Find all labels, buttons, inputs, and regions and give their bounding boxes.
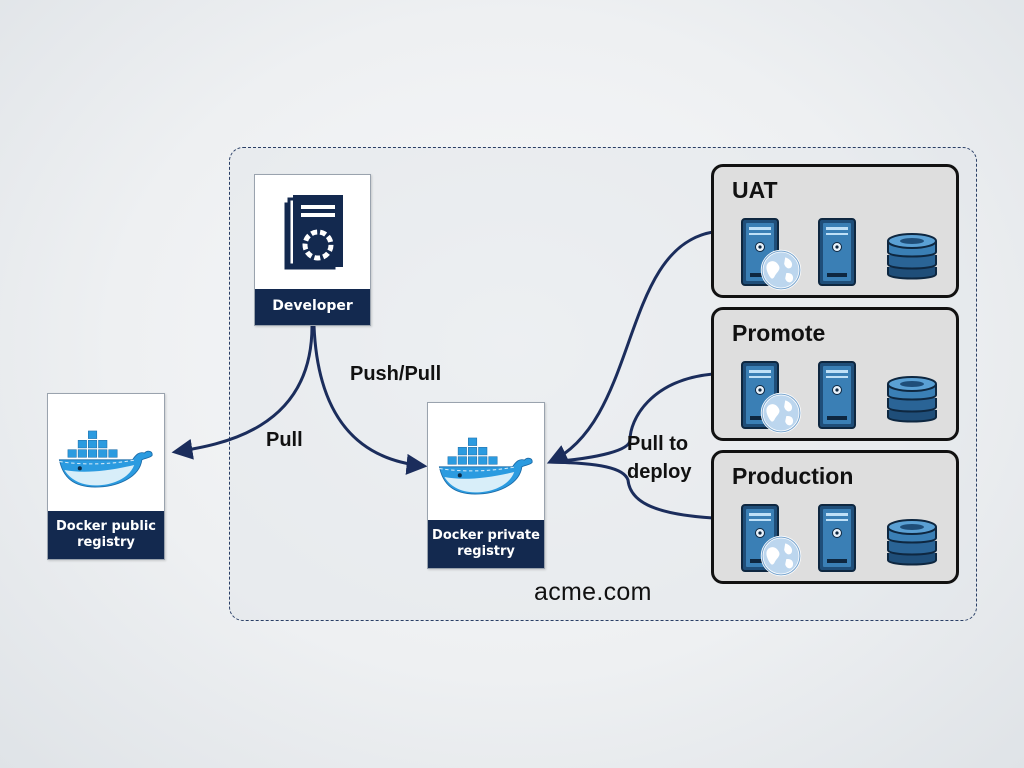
public-registry-label-line2: registry [77, 535, 135, 550]
pull-to-deploy-label: Pull to deploy [627, 430, 691, 486]
server-icon [818, 361, 856, 429]
pull-to-deploy-line1: Pull to [627, 433, 689, 455]
web-server-icon [741, 218, 802, 291]
database-icon [887, 519, 937, 566]
pull-label: Pull [266, 429, 303, 451]
database-icon [887, 376, 937, 423]
developer-docs-icon [284, 195, 343, 270]
docker-private-registry-node: Docker private registry [427, 402, 545, 569]
environment-title: UAT [732, 177, 778, 203]
server-icon [818, 218, 856, 286]
public-registry-label-line1: Docker public [56, 518, 156, 534]
docker-public-registry-node: Docker public registry [47, 393, 165, 560]
uat-pull-arrow [546, 230, 714, 465]
push-pull-arrow [312, 325, 428, 475]
environment-promote: Promote [711, 307, 959, 441]
web-server-icon [741, 361, 802, 434]
environment-title: Production [732, 463, 854, 489]
docker-whale-icon [58, 430, 153, 488]
environment-uat: UAT [711, 164, 959, 298]
developer-node: Developer [254, 174, 371, 326]
private-registry-label: Docker private registry [428, 520, 544, 568]
private-registry-label-line1: Docker private [432, 527, 540, 543]
developer-label: Developer [255, 289, 370, 325]
region-label: acme.com [534, 578, 652, 606]
push-pull-label: Push/Pull [350, 363, 442, 385]
environment-production: Production [711, 450, 959, 584]
production-pull-arrow [549, 460, 714, 520]
database-icon [887, 233, 937, 280]
private-registry-label-line2: registry [457, 544, 515, 559]
promote-pull-arrow [549, 372, 714, 464]
public-registry-label: Docker public registry [48, 511, 164, 559]
web-server-icon [741, 504, 802, 577]
docker-whale-icon [438, 437, 533, 495]
pull-to-deploy-line2: deploy [627, 461, 692, 483]
environment-title: Promote [732, 320, 826, 346]
pull-arrow [171, 325, 314, 460]
server-icon [818, 504, 856, 572]
